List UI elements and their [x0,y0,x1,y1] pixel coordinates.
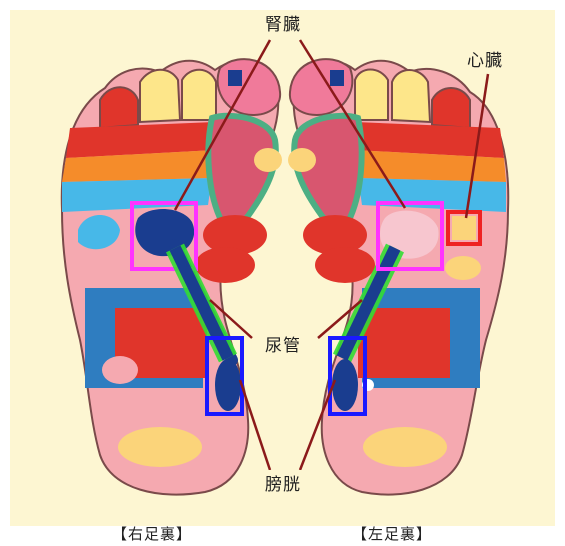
left-heel [363,427,447,467]
right-toe-red [100,87,138,128]
right-toes-yellow-2 [182,70,216,120]
right-spine-yellow [254,148,282,172]
right-heel [118,427,202,467]
left-toe-red [432,88,470,128]
left-heart [452,216,476,240]
right-toe-sinus [228,70,242,86]
right-sole-caption: 【右足裏】 [112,523,192,544]
right-organ-red-2 [195,247,255,283]
left-sole-caption: 【左足裏】 [352,523,432,544]
ureter-label: 尿管 [263,331,303,356]
left-spine-yellow [288,148,316,172]
right-bladder [215,359,241,411]
left-bladder [332,359,358,411]
left-toe-sinus [330,70,344,86]
left-toes-yellow-2 [392,70,430,122]
right-intestine-pink [102,356,138,384]
left-organ-red-2 [315,247,375,283]
right-toes-yellow [140,70,180,122]
bladder-label: 膀胱 [263,470,303,495]
heart-label: 心臓 [465,46,505,71]
left-heart-yellow [445,256,481,280]
kidney-label: 腎臓 [263,10,303,35]
left-toes-yellow [355,70,388,121]
